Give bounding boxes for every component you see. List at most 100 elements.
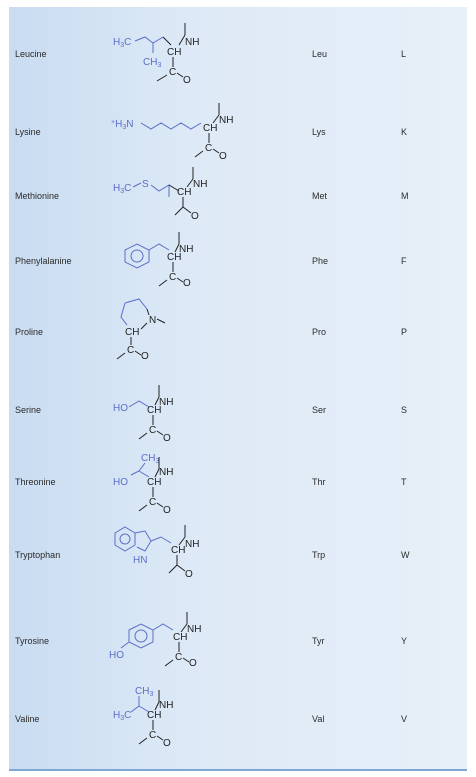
ch-label: CH [171,545,185,556]
three-letter-code: Trp [312,550,326,560]
ch-label: CH [147,477,161,488]
methionine-structure: H3C S CH NH O [113,167,207,222]
nh-label: NH [193,179,207,190]
ch-label: CH [167,252,181,263]
ho-label: HO [113,477,128,488]
amino-acid-row-tyrosine: Tyrosine HO CH NH C O Tyr Y [9,602,467,680]
one-letter-code: S [401,405,408,415]
carbonyl-bonds [138,502,164,512]
nh-bond [154,457,160,478]
s-label: S [142,179,149,190]
nh-bond [180,612,188,633]
ring-bonds [124,298,148,310]
nh-bond [178,525,186,546]
three-letter-code: Ser [312,405,327,415]
three-letter-code: Met [312,191,328,201]
ch-label: CH [177,187,191,198]
nh-label: NH [185,37,199,48]
indole-pyrrole-ring [134,530,152,552]
amino-acid-row-leucine: Leucine H3C CH3 CH NH C O Leu L [9,15,467,93]
amino-acid-name: Leucine [15,49,47,59]
benzene-ring-inner [130,249,144,263]
amino-acid-row-threonine: Threonine CH3 HO CH NH C O Thr T [9,443,467,521]
h3c-label: H3C [113,183,131,195]
amino-acid-name: Valine [15,714,40,724]
backbone-bond [162,36,172,46]
carbonyl-bonds [158,277,184,287]
proline-structure: N CH C O [116,298,166,362]
side-chain-bond [134,36,164,44]
amino-acid-row-phenylalanine: Phenylalanine CH NH C O Phe F [9,222,467,300]
nh-label: NH [219,115,233,126]
ho-label: HO [109,650,124,661]
c-label: C [127,345,134,356]
three-letter-code: Pro [312,327,327,337]
o-label: O [191,211,199,222]
indole-benzene-ring [114,526,136,552]
nh-label: NH [159,700,173,711]
side-chain-bond [150,536,172,544]
nh-bond [154,385,160,406]
benzene-ring [124,243,150,269]
valine-structure: CH3 H3C CH NH C O [113,686,173,749]
amino-acid-row-valine: Valine CH3 H3C CH NH C O Val V [9,680,467,758]
n-label: N [149,315,156,326]
phenylalanine-structure: CH NH C O [124,232,193,289]
nh-label: NH [159,397,173,408]
ch-n-bond [140,322,148,330]
amino-acid-row-lysine: Lysine +H3N CH NH C O Lys K [9,93,467,171]
one-letter-code: P [401,327,408,337]
c-label: C [169,272,176,283]
amino-acid-name: Proline [15,327,44,337]
nh-label: NH [187,624,201,635]
carbonyl-bonds [138,735,164,745]
three-letter-code: Phe [312,256,329,266]
o-label: O [219,151,227,162]
ch-label: CH [167,47,181,58]
c-label: C [205,143,212,154]
one-letter-code: V [401,714,408,724]
side-chain-bond [140,122,202,130]
carbonyl-bonds [138,430,164,440]
amino-acid-name: Phenylalanine [15,256,72,266]
three-letter-code: Lys [312,127,326,137]
o-label: O [141,351,149,362]
leucine-structure: H3C CH3 CH NH C O [113,23,199,86]
serine-structure: HO CH NH C O [113,385,173,444]
side-chain-bond [150,184,170,197]
h3c-label: H3C [113,710,131,722]
o-label: O [163,505,171,516]
ch-label: CH [147,710,161,721]
amino-acid-row-methionine: Methionine H3C S CH NH O Met M [9,157,467,235]
tryptophan-structure: HN CH NH O [114,525,199,580]
c-label: C [149,425,156,436]
nh-label: NH [185,539,199,550]
nh-bond [174,232,180,253]
ho-label: HO [113,403,128,414]
benzene-ring-inner [134,629,148,643]
c-label: C [149,497,156,508]
carbonyl-bonds [164,657,190,667]
one-letter-code: F [401,256,407,266]
amino-acid-name: Tryptophan [15,550,61,560]
amino-acid-name: Serine [15,405,42,415]
nh-bond [212,103,220,124]
h3n-plus-label: +H3N [111,119,133,131]
lysine-structure: +H3N CH NH C O [111,103,233,162]
amino-acid-row-serine: Serine HO CH NH C O Ser S [9,371,467,449]
amino-acid-name: Lysine [15,127,41,137]
n-methyl-bond [156,318,166,324]
side-chain-bonds [130,696,150,713]
three-letter-code: Val [312,714,325,724]
one-letter-code: T [401,477,407,487]
side-chain-bond [152,623,174,631]
benzene-ring [128,623,154,649]
ch3-label: CH3 [135,686,153,698]
one-letter-code: W [401,550,410,560]
one-letter-code: K [401,127,408,137]
hydroxyl-bond [120,641,130,649]
hn-label: HN [133,555,147,566]
side-chain-bond [148,243,170,251]
ch3-label: CH3 [143,57,161,69]
ch-label: CH [125,327,139,338]
